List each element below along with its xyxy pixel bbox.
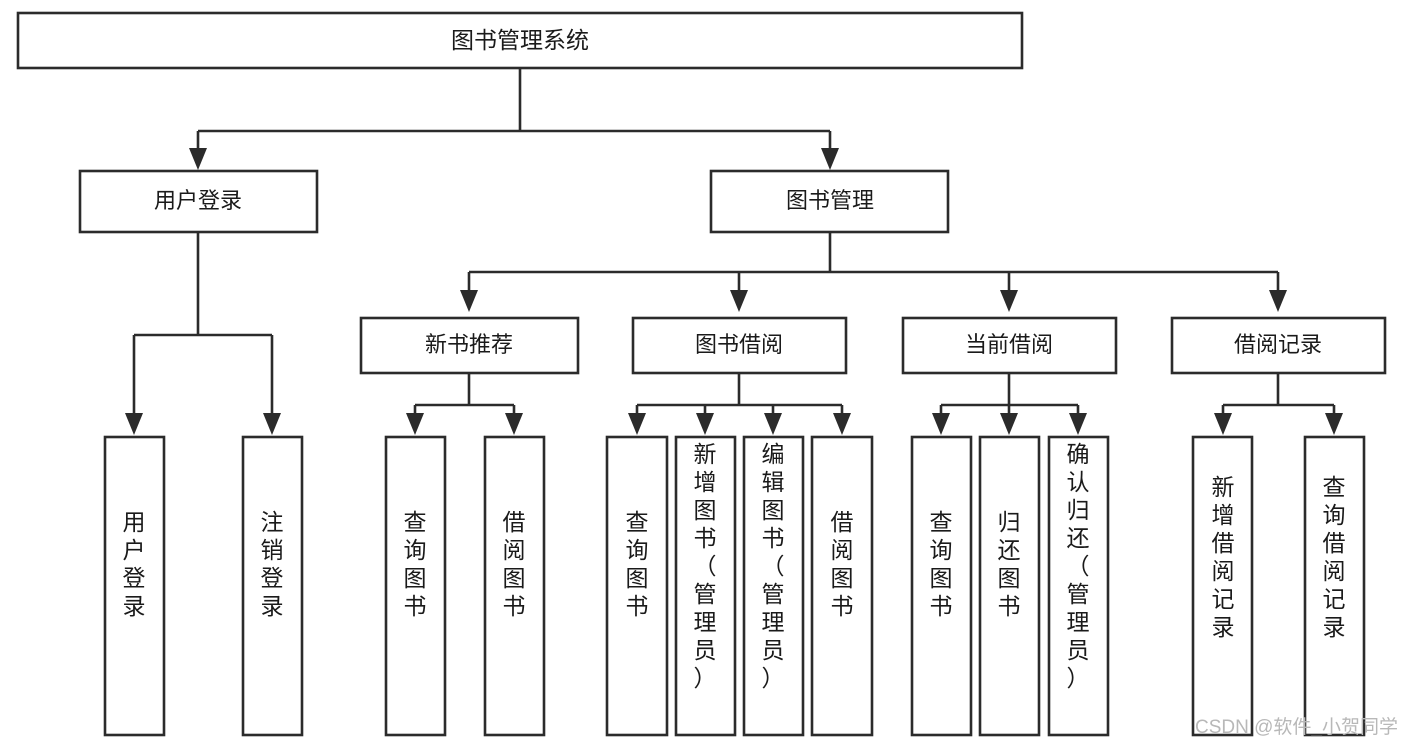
node-current-borrow-box bbox=[901, 316, 1118, 375]
leaf-query-book-1[interactable]: 查询图书 bbox=[384, 435, 447, 737]
node-new-book-recommend-box bbox=[359, 316, 580, 375]
arrow-to-new-book-recommend bbox=[460, 290, 478, 312]
leaf-add-record-box bbox=[1191, 435, 1254, 737]
arrow-to-leaf-borrow-book-1 bbox=[505, 413, 523, 435]
arrow-to-leaf-add-record bbox=[1214, 413, 1232, 435]
arrow-to-user-login bbox=[189, 148, 207, 170]
connector-new-book-recommend-to-leaves bbox=[406, 373, 523, 435]
leaf-user-login-box bbox=[103, 435, 166, 737]
node-root[interactable]: 图书管理系统 bbox=[16, 11, 1024, 70]
leaf-add-book[interactable]: 新增图书（管理员） bbox=[674, 435, 737, 737]
leaf-query-record-box bbox=[1303, 435, 1366, 737]
node-root-label: 图书管理系统 bbox=[451, 27, 589, 53]
arrow-to-leaf-add-book bbox=[696, 413, 714, 435]
leaf-user-logout-box bbox=[241, 435, 304, 737]
connector-root-to-level2 bbox=[189, 68, 839, 170]
arrow-to-leaf-user-login bbox=[125, 413, 143, 435]
leaf-query-book-1-label: 查询图书 bbox=[404, 509, 427, 619]
arrow-to-leaf-query-book-3 bbox=[932, 413, 950, 435]
leaf-query-book-2[interactable]: 查询图书 bbox=[605, 435, 669, 737]
leaf-query-book-2-box bbox=[605, 435, 669, 737]
leaf-edit-book[interactable]: 编辑图书（管理员） bbox=[742, 435, 805, 737]
leaf-borrow-book-1-label: 借阅图书 bbox=[503, 509, 526, 619]
arrow-to-book-borrow bbox=[730, 290, 748, 312]
node-user-login[interactable]: 用户登录 bbox=[78, 169, 319, 234]
leaf-borrow-book-1[interactable]: 借阅图书 bbox=[483, 435, 546, 737]
node-book-borrow-box bbox=[631, 316, 848, 375]
leaf-borrow-book-2-box bbox=[810, 435, 874, 737]
leaf-query-record[interactable]: 查询借阅记录 bbox=[1303, 435, 1366, 737]
leaf-confirm-return[interactable]: 确认归还（管理员） bbox=[1047, 435, 1110, 737]
leaf-query-book-2-label: 查询图书 bbox=[626, 509, 649, 619]
leaf-query-record-label: 查询借阅记录 bbox=[1323, 474, 1346, 640]
node-user-login-label: 用户登录 bbox=[154, 188, 242, 213]
leaf-borrow-book-2[interactable]: 借阅图书 bbox=[810, 435, 874, 737]
arrow-to-leaf-query-book-1 bbox=[406, 413, 424, 435]
leaf-return-book[interactable]: 归还图书 bbox=[978, 435, 1041, 737]
leaf-edit-book-box bbox=[742, 435, 805, 737]
node-current-borrow[interactable]: 当前借阅 bbox=[901, 316, 1118, 375]
leaf-query-book-3[interactable]: 查询图书 bbox=[910, 435, 973, 737]
node-root-box bbox=[16, 11, 1024, 70]
leaf-user-logout[interactable]: 注销登录 bbox=[241, 435, 304, 737]
leaf-edit-book-label: 编辑图书（管理员） bbox=[762, 441, 785, 691]
node-borrow-record-label: 借阅记录 bbox=[1234, 332, 1322, 357]
arrow-to-leaf-query-record bbox=[1325, 413, 1343, 435]
leaf-user-login-label: 用户登录 bbox=[123, 509, 146, 619]
node-borrow-record[interactable]: 借阅记录 bbox=[1170, 316, 1387, 375]
leaf-add-book-label: 新增图书（管理员） bbox=[694, 441, 717, 691]
arrow-to-leaf-user-logout bbox=[263, 413, 281, 435]
arrow-to-current-borrow bbox=[1000, 290, 1018, 312]
node-new-book-recommend[interactable]: 新书推荐 bbox=[359, 316, 580, 375]
leaf-add-record[interactable]: 新增借阅记录 bbox=[1191, 435, 1254, 737]
csdn-watermark: CSDN @软件_小贺同学 bbox=[1195, 716, 1398, 738]
leaf-query-book-3-label: 查询图书 bbox=[930, 509, 953, 619]
node-book-borrow[interactable]: 图书借阅 bbox=[631, 316, 848, 375]
connector-book-manage-to-level3 bbox=[460, 232, 1287, 312]
leaf-query-book-3-box bbox=[910, 435, 973, 737]
arrow-to-leaf-confirm-return bbox=[1069, 413, 1087, 435]
leaf-confirm-return-label: 确认归还（管理员） bbox=[1067, 441, 1090, 691]
leaf-add-record-label: 新增借阅记录 bbox=[1212, 474, 1235, 640]
leaf-add-book-box bbox=[674, 435, 737, 737]
connector-book-borrow-to-leaves bbox=[628, 373, 851, 435]
node-borrow-record-box bbox=[1170, 316, 1387, 375]
node-book-manage-box bbox=[709, 169, 950, 234]
arrow-to-leaf-edit-book bbox=[764, 413, 782, 435]
node-book-manage[interactable]: 图书管理 bbox=[709, 169, 950, 234]
arrow-to-leaf-return-book bbox=[1000, 413, 1018, 435]
connector-borrow-record-to-leaves bbox=[1214, 373, 1343, 435]
node-new-book-recommend-label: 新书推荐 bbox=[425, 332, 513, 357]
leaf-user-login[interactable]: 用户登录 bbox=[103, 435, 166, 737]
arrow-to-leaf-query-book-2 bbox=[628, 413, 646, 435]
node-book-manage-label: 图书管理 bbox=[786, 188, 874, 213]
leaf-return-book-box bbox=[978, 435, 1041, 737]
node-current-borrow-label: 当前借阅 bbox=[965, 332, 1053, 357]
leaf-query-book-1-box bbox=[384, 435, 447, 737]
arrow-to-borrow-record bbox=[1269, 290, 1287, 312]
leaf-borrow-book-1-box bbox=[483, 435, 546, 737]
leaf-confirm-return-box bbox=[1047, 435, 1110, 737]
leaf-borrow-book-2-label: 借阅图书 bbox=[831, 509, 854, 619]
arrow-to-book-manage bbox=[821, 148, 839, 170]
arrow-to-leaf-borrow-book-2 bbox=[833, 413, 851, 435]
connector-user-login-to-leaves bbox=[125, 232, 281, 435]
node-book-borrow-label: 图书借阅 bbox=[695, 332, 783, 357]
connector-current-borrow-to-leaves bbox=[932, 373, 1087, 435]
leaf-user-logout-label: 注销登录 bbox=[261, 509, 284, 619]
leaf-return-book-label: 归还图书 bbox=[998, 509, 1021, 619]
